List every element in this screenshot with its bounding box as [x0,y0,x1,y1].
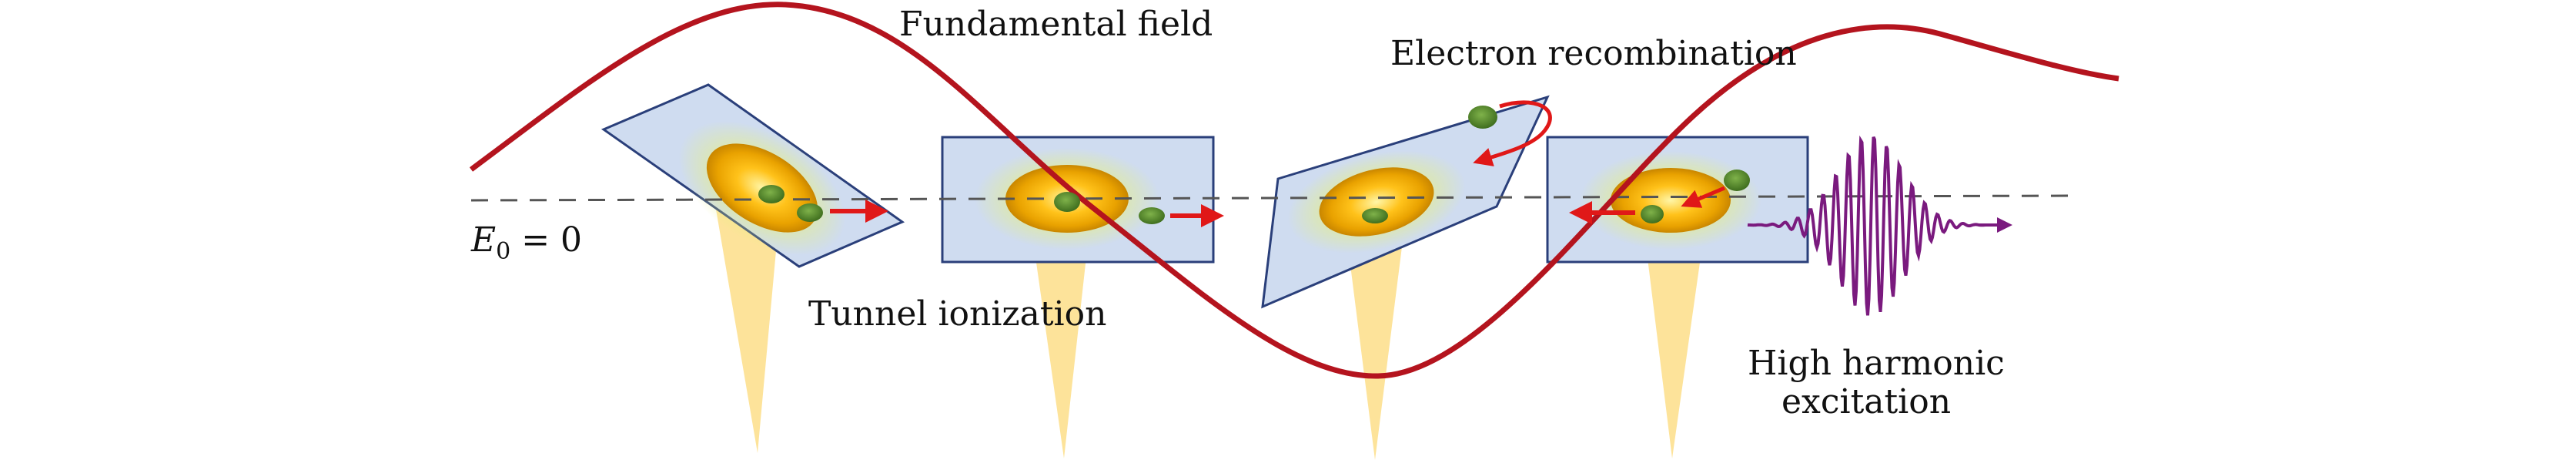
electron-1b [797,203,823,222]
laser-beam-4 [1641,208,1708,458]
label-e0-equals-zero: E0 = 0 [470,220,582,265]
electron-4b [1724,170,1750,191]
label-electron-recombination: Electron recombination [1390,34,1797,73]
label-fundamental-field: Fundamental field [899,5,1213,44]
electron-arrows [830,100,1725,227]
electron-2a [1054,192,1080,212]
electron-2b [1139,207,1165,224]
label-tunnel-ionization: Tunnel ionization [808,294,1106,334]
laser-beam-1 [714,200,781,453]
electron-4a [1641,205,1664,223]
laser-beams [714,200,1708,460]
atom-core-4 [1611,168,1731,233]
label-e-equals: = 0 [510,220,582,260]
laser-beam-3 [1343,204,1407,460]
label-e-subscript: 0 [496,238,510,265]
high-harmonic-pulse [1747,135,1986,316]
label-e-symbol: E [470,220,496,260]
electrons [758,106,1750,224]
atom-core-3 [1319,167,1434,237]
electron-1a [758,185,785,203]
laser-beam-2 [1029,208,1092,458]
electron-3b [1362,208,1388,223]
electron-3a [1468,106,1497,129]
baseline-e0 [470,194,2076,202]
fundamental-field-curve [469,2,2119,379]
label-excitation: excitation [1781,382,1951,421]
arrow-recombination-loop [1473,100,1552,166]
arrow-return-core [1681,186,1725,208]
label-high-harmonic: High harmonic [1748,344,2005,383]
